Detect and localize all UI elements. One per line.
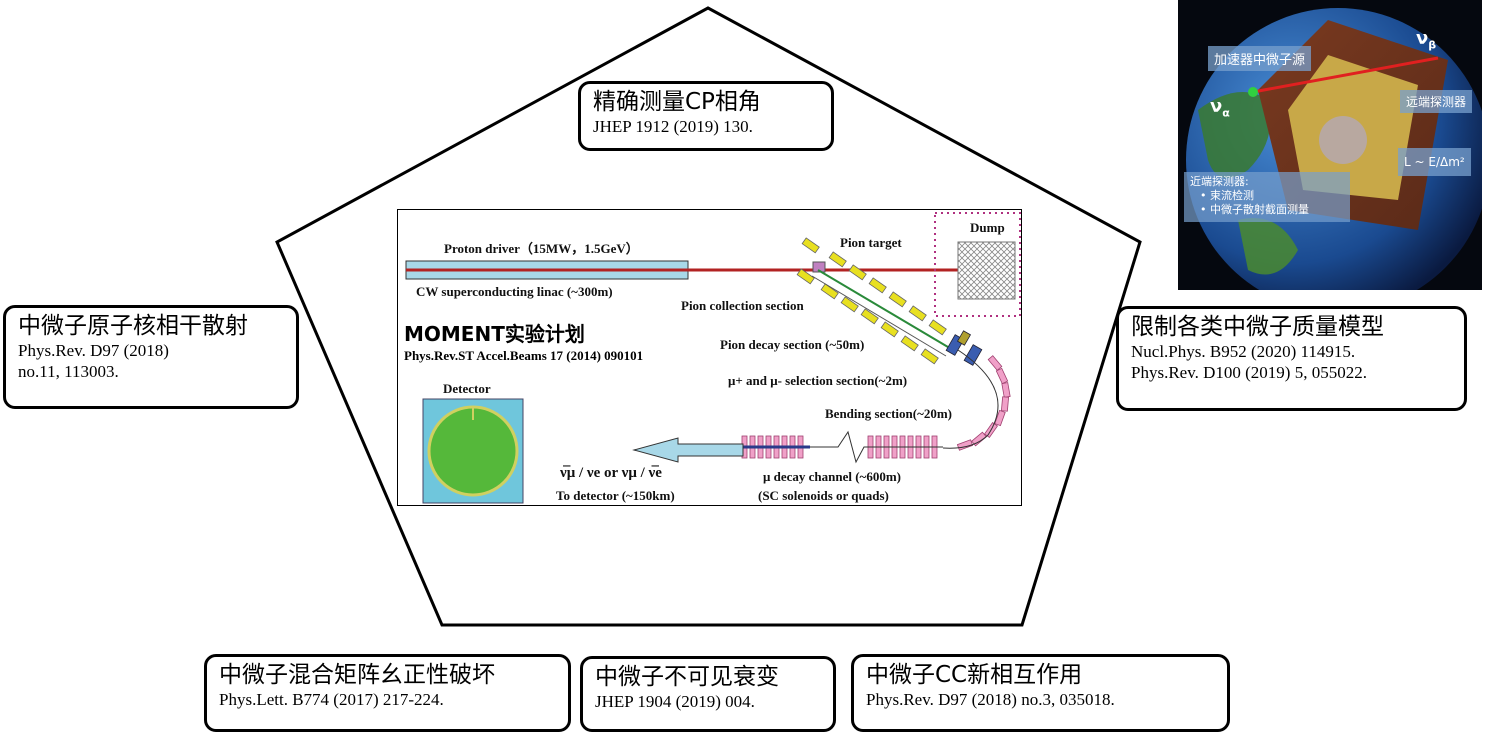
detector-sphere (427, 405, 519, 497)
dump-frame (934, 212, 1021, 317)
bending-label: Bending section(~20m) (825, 406, 953, 421)
near-detector-item: • 束流检测 (1200, 189, 1254, 202)
dump-block (957, 241, 1016, 300)
topic-reference: JHEP 1912 (2019) 130. (593, 117, 753, 136)
selection-magnets (945, 330, 983, 366)
accelerator-source-tag: 加速器中微子源 (1208, 46, 1312, 71)
baseline-tag: L ~ E/Δm² (1398, 148, 1471, 176)
nu-beta-label: νβ (1416, 28, 1436, 52)
topic-title: 中微子不可见衰变 (595, 664, 779, 690)
topic-reference: Phys.Lett. B774 (2017) 217-224. (219, 690, 444, 709)
near-detector-item: • 中微子散射截面测量 (1200, 203, 1309, 216)
pion-target-block (812, 261, 826, 273)
pion-collection-label: Pion collection section (681, 298, 804, 313)
topic-invisible-decay: 中微子不可见衰变 JHEP 1904 (2019) 004. (580, 656, 836, 732)
topic-reference: Nucl.Phys. B952 (2020) 114915. (1131, 342, 1356, 361)
topic-reference: Phys.Rev. D100 (2019) 5, 055022. (1131, 363, 1367, 382)
far-detector-tag: 远端探测器 (1400, 90, 1473, 113)
selection-label: μ+ and μ- selection section(~2m) (728, 373, 908, 388)
linac-label: CW superconducting linac (~300m) (416, 284, 613, 299)
earth-core (1319, 116, 1367, 164)
earth-baseline-illustration: 加速器中微子源 远端探测器 L ~ E/Δm² να νβ 近端探测器: • 束… (1178, 0, 1482, 290)
earth-drawing (1186, 8, 1482, 290)
near-detector-list: 近端探测器: • 束流检测 • 中微子散射截面测量 (1184, 172, 1350, 222)
topic-title: 中微子原子核相干散射 (18, 313, 248, 339)
topic-mass-models: 限制各类中微子质量模型 Nucl.Phys. B952 (2020) 11491… (1116, 306, 1467, 411)
bending-magnets (956, 355, 1011, 451)
topic-cc-interaction: 中微子CC新相互作用 Phys.Rev. D97 (2018) no.3, 03… (851, 654, 1230, 732)
detector-label: Detector (443, 381, 491, 396)
topic-coherent-scattering: 中微子原子核相干散射 Phys.Rev. D97 (2018) no.11, 1… (3, 305, 299, 409)
neutrino-baseline (1252, 56, 1439, 94)
proton-driver-label: Proton driver（15MW，1.5GeV） (444, 241, 639, 256)
pion-decay-label: Pion decay section (~50m) (720, 337, 865, 352)
neutrino-flavors-label: ν̅μ / νe or νμ / ν̅e (560, 465, 662, 481)
topic-reference: Phys.Rev. D97 (2018) (18, 341, 169, 360)
nu-beta-subscript: β (1428, 38, 1437, 52)
topic-cp-phase: 精确测量CP相角 JHEP 1912 (2019) 130. (578, 81, 834, 151)
solenoids-label: (SC solenoids or quads) (758, 488, 889, 503)
neutrino-beam-arrow (632, 437, 744, 463)
topic-reference: Phys.Rev. D97 (2018) no.3, 035018. (866, 690, 1115, 709)
beamline-break (810, 430, 943, 464)
topic-unitarity-violation: 中微子混合矩阵幺正性破坏 Phys.Lett. B774 (2017) 217-… (204, 654, 571, 732)
topic-title: 精确测量CP相角 (593, 89, 761, 115)
nu-beta-symbol: ν (1416, 28, 1429, 49)
nu-alpha-symbol: ν (1210, 96, 1223, 117)
nu-alpha-subscript: α (1222, 106, 1230, 120)
land-mass (1198, 92, 1271, 178)
topic-reference: no.11, 113003. (18, 362, 119, 381)
near-detector-title: 近端探测器: (1190, 175, 1249, 188)
moment-reference: Phys.Rev.ST Accel.Beams 17 (2014) 090101 (404, 348, 644, 363)
moment-beamline-drawing (405, 212, 1021, 504)
topic-reference: JHEP 1904 (2019) 004. (595, 692, 755, 711)
near-detector-item-text: 中微子散射截面测量 (1210, 203, 1309, 216)
to-detector-label: To detector (~150km) (556, 488, 675, 503)
land-mass-south (1238, 218, 1298, 275)
topic-title: 限制各类中微子质量模型 (1131, 314, 1384, 340)
mu-decay-label: μ decay channel (~600m) (763, 469, 901, 484)
pion-collection-magnets (796, 237, 947, 365)
topic-title: 中微子CC新相互作用 (866, 662, 1083, 688)
topic-title: 中微子混合矩阵幺正性破坏 (219, 662, 495, 688)
pion-target-label: Pion target (840, 235, 902, 250)
dump-label: Dump (970, 220, 1005, 235)
nu-alpha-label: να (1210, 96, 1230, 120)
near-detector-item-text: 束流检测 (1210, 189, 1254, 202)
moment-schematic: Proton driver（15MW，1.5GeV） CW supercondu… (397, 209, 1022, 506)
moment-title: MOMENT实验计划 (404, 322, 585, 346)
